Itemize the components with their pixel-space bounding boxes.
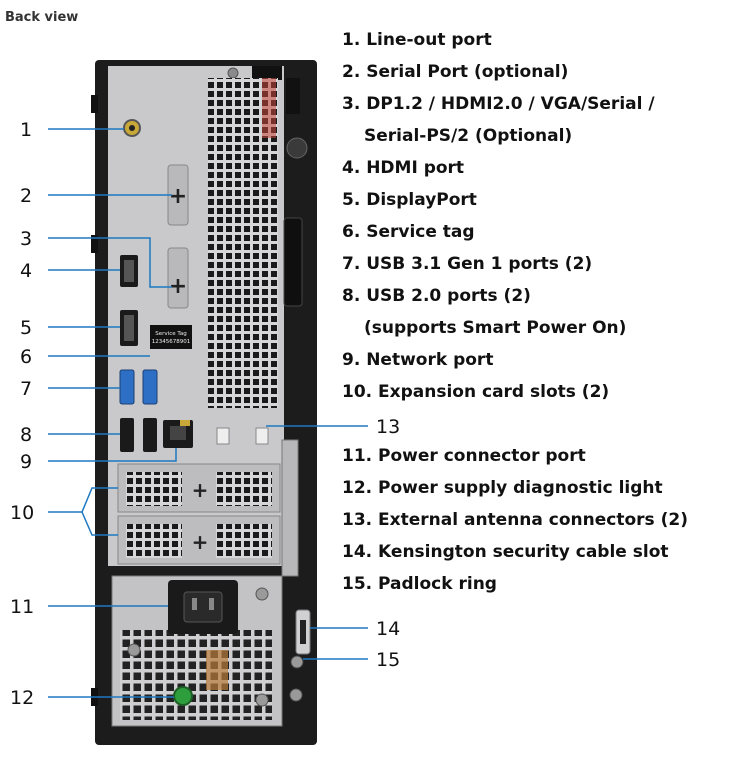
psu-coil	[206, 650, 228, 690]
vent-accent	[262, 78, 276, 138]
legend-item: 5. DisplayPort	[342, 190, 477, 210]
callout-9: 9	[20, 451, 32, 473]
section-title: Back view	[5, 10, 79, 25]
legend-item: 2. Serial Port (optional)	[342, 62, 569, 82]
legend-item: 7. USB 3.1 Gen 1 ports (2)	[342, 254, 593, 274]
option-port-cover	[167, 247, 189, 309]
legend-item: (supports Smart Power On)	[364, 318, 627, 338]
callout-3: 3	[20, 228, 32, 250]
chassis-tab	[91, 235, 98, 253]
callout-15: 15	[376, 649, 400, 671]
dell-logo-icon	[286, 137, 308, 159]
service-tag-line2: 12345678901	[152, 339, 191, 345]
option-port-screw-icon: +	[169, 274, 187, 299]
legend-item: 12. Power supply diagnostic light	[342, 478, 663, 498]
legend-item: 4. HDMI port	[342, 158, 465, 178]
legend-item: 3. DP1.2 / HDMI2.0 / VGA/Serial /	[342, 94, 655, 114]
screw	[227, 67, 239, 79]
expansion-slot-1-vent-left	[126, 472, 182, 506]
callout-10: 10	[10, 502, 34, 524]
line-out-port-hole	[129, 125, 135, 131]
psu-vent	[120, 630, 272, 720]
network-port-inner	[170, 426, 186, 440]
power-supply-diagnostic-light	[173, 686, 193, 706]
legend-item: 6. Service tag	[342, 222, 475, 242]
legend-item: 13. External antenna connectors (2)	[342, 510, 688, 530]
callout-12: 12	[10, 687, 34, 709]
handle	[283, 217, 303, 307]
legend-item: 15. Padlock ring	[342, 574, 497, 594]
callout-5: 5	[20, 317, 32, 339]
callout-13: 13	[376, 416, 400, 438]
callout-8: 8	[20, 424, 32, 446]
screw	[255, 587, 269, 601]
antenna-connector-1	[216, 427, 230, 445]
kensington-slot-hole	[300, 620, 306, 644]
callout-lines	[48, 128, 368, 698]
screw	[255, 693, 269, 707]
serial-port-screw-icon: +	[169, 184, 187, 209]
power-pin	[209, 598, 214, 610]
service-tag-line1: Service Tag	[155, 331, 186, 337]
expansion-slot-2-vent-right	[216, 524, 272, 558]
hdmi-port-inner	[124, 260, 134, 282]
displayport-port-inner	[124, 315, 134, 341]
latch	[252, 66, 282, 80]
callout-2: 2	[20, 185, 32, 207]
expansion-strip	[281, 439, 299, 577]
chassis-tab	[91, 95, 98, 113]
legend-item: 14. Kensington security cable slot	[342, 542, 669, 562]
legend-item: 11. Power connector port	[342, 446, 586, 466]
expansion-slot-2-screw-icon: +	[192, 530, 209, 554]
screw	[289, 688, 303, 702]
padlock-ring	[290, 655, 304, 669]
legend-item: 9. Network port	[342, 350, 494, 370]
power-connector-socket	[183, 591, 223, 623]
callout-14: 14	[376, 618, 400, 640]
usb2-port-2	[143, 418, 157, 452]
usb3-port-1	[119, 369, 135, 405]
antenna-connector-2	[255, 427, 269, 445]
callout-11: 11	[10, 596, 34, 618]
expansion-slot-2-vent-left	[126, 524, 182, 558]
service-tag-label	[150, 325, 192, 349]
callout-4: 4	[20, 260, 32, 282]
network-port-led	[180, 420, 190, 426]
callout-6: 6	[20, 346, 32, 368]
latch-tab	[286, 78, 300, 114]
legend-item: Serial-PS/2 (Optional)	[364, 126, 573, 146]
callout-1: 1	[20, 119, 32, 141]
legend-item: 8. USB 2.0 ports (2)	[342, 286, 531, 306]
usb3-port-2	[142, 369, 158, 405]
expansion-slot-1-vent-right	[216, 472, 272, 506]
legend-item: 10. Expansion card slots (2)	[342, 382, 610, 402]
screw	[127, 643, 141, 657]
usb2-port-1	[120, 418, 134, 452]
power-pin	[192, 598, 197, 610]
callout-7: 7	[20, 378, 32, 400]
legend-item: 1. Line-out port	[342, 30, 492, 50]
expansion-slot-1-screw-icon: +	[192, 478, 209, 502]
